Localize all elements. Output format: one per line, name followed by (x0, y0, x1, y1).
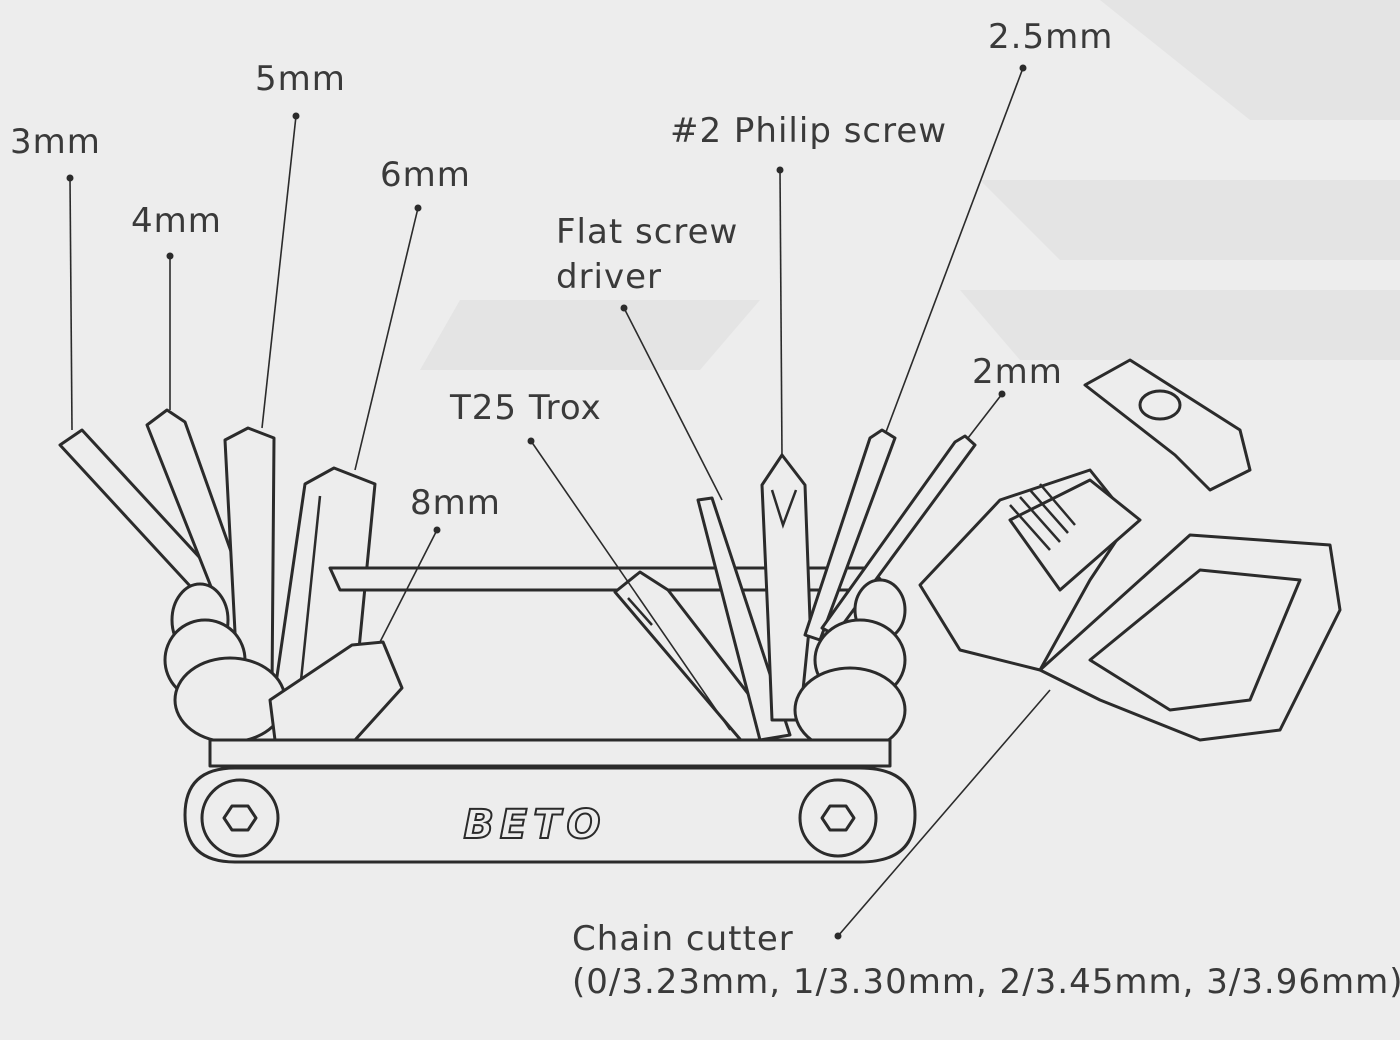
label-8mm: 8mm (410, 483, 501, 523)
label-t25-trox: T25 Trox (449, 388, 602, 428)
label-flat-screw: Flat screw (556, 212, 738, 252)
right-pivot-cluster (793, 578, 907, 754)
label-philip-screw: #2 Philip screw (670, 111, 947, 151)
tool-body (183, 738, 917, 864)
label-6mm: 6mm (380, 155, 471, 195)
hex-key-2mm (820, 434, 977, 637)
label-2mm: 2mm (972, 352, 1063, 392)
label-chain-cutter-sizes: (0/3.23mm, 1/3.30mm, 2/3.45mm, 3/3.96mm) (572, 962, 1400, 1002)
hex-key-2-5mm (803, 428, 897, 642)
label-flat-driver: driver (556, 257, 662, 297)
label-5mm: 5mm (255, 59, 346, 99)
beto-logo: BETO (463, 802, 606, 848)
chain-cutter (918, 358, 1342, 742)
philips-screwdriver (760, 453, 812, 722)
label-2-5mm: 2.5mm (988, 17, 1113, 57)
label-3mm: 3mm (10, 122, 101, 162)
background-stripes (420, 0, 1400, 370)
left-pivot-cluster (163, 582, 287, 744)
leader-lines (66, 64, 1051, 940)
chain-cutter-spring (1009, 483, 1076, 551)
labels: 3mm 4mm 5mm 6mm 8mm T25 Trox Flat screw … (10, 17, 1400, 1002)
label-chain-cutter: Chain cutter (572, 919, 794, 959)
flat-screw-driver (696, 496, 792, 742)
label-4mm: 4mm (131, 201, 222, 241)
